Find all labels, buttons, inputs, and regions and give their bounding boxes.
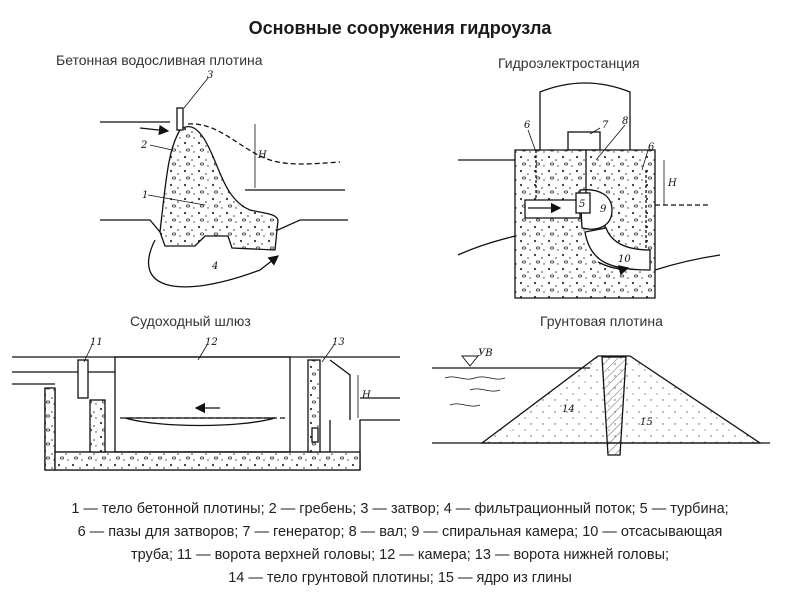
upper-gate xyxy=(77,359,89,399)
callout-6b: 6 xyxy=(648,142,655,153)
dimension-h-plant: H xyxy=(667,178,677,189)
legend: 1 — тело бетонной плотины; 2 — гребень; … xyxy=(0,498,800,590)
callout-12: 12 xyxy=(205,337,218,348)
panel-label-concrete-dam: Бетонная водосливная плотина xyxy=(56,52,263,68)
gate xyxy=(176,107,184,131)
generator xyxy=(567,131,601,151)
hydro-plant-drawing xyxy=(457,82,721,299)
callout-2: 2 xyxy=(140,140,147,151)
callout-11: 11 xyxy=(90,337,103,348)
callout-13: 13 xyxy=(332,337,345,348)
callout-5: 5 xyxy=(579,199,585,210)
earth-dam-drawing xyxy=(432,355,770,456)
legend-line: труба; 11 — ворота верхней головы; 12 — … xyxy=(130,547,670,563)
page-title: Основные сооружения гидроузла xyxy=(248,18,552,38)
lock-chamber xyxy=(114,356,291,453)
callout-7: 7 xyxy=(602,120,609,131)
dimension-h-lock: H xyxy=(361,390,371,401)
panel-label-hydro-plant: Гидроэлектростанция xyxy=(498,55,640,71)
panel-label-lock: Судоходный шлюз xyxy=(130,313,251,329)
callout-6a: 6 xyxy=(524,120,531,131)
legend-line: 1 — тело бетонной плотины; 2 — гребень; … xyxy=(71,501,729,517)
dimension-h-dam: H xyxy=(257,150,267,161)
lock-drawing xyxy=(12,344,400,471)
panel-label-earth-dam: Грунтовая плотина xyxy=(540,313,663,329)
water-level-label: УВ xyxy=(478,348,493,359)
legend-line: 14 — тело грунтовой плотины; 15 — ядро и… xyxy=(228,570,572,586)
callout-3: 3 xyxy=(207,70,213,81)
callout-1: 1 xyxy=(142,190,148,201)
concrete-dam-drawing xyxy=(100,77,348,288)
ship xyxy=(124,417,276,427)
flow-arrow xyxy=(139,124,170,136)
callout-14: 14 xyxy=(562,404,575,415)
overflow-nappe xyxy=(187,123,341,165)
clay-core xyxy=(601,356,627,456)
callout-9: 9 xyxy=(600,204,607,215)
legend-line: 6 — пазы для затворов; 7 — генератор; 8 … xyxy=(77,524,723,540)
callout-15: 15 xyxy=(640,417,653,428)
turbine xyxy=(575,192,591,214)
dam-body xyxy=(159,126,279,251)
draft-tube xyxy=(584,227,651,271)
callout-10: 10 xyxy=(618,254,631,265)
callout-8: 8 xyxy=(622,116,628,127)
filtration-flow xyxy=(148,239,280,288)
callout-4: 4 xyxy=(211,261,218,272)
powerhouse-roof xyxy=(539,82,631,150)
